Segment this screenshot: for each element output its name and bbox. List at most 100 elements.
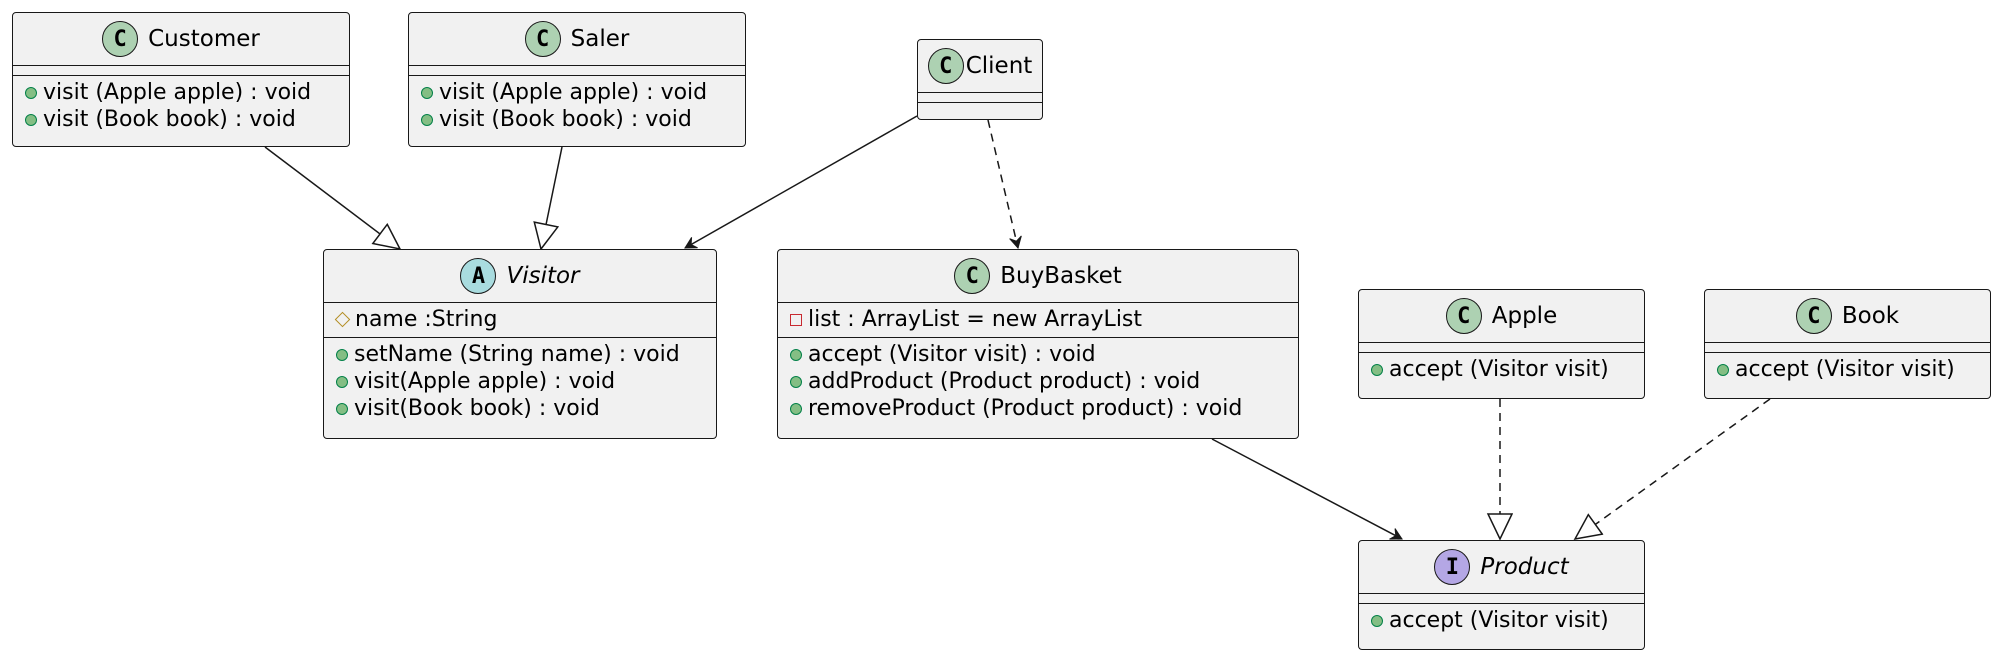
public-icon	[1371, 363, 1383, 376]
method-row: accept (Visitor visit) : void	[778, 341, 1298, 368]
class-buybasket[interactable]: C BuyBasket list : ArrayList = new Array…	[777, 249, 1299, 439]
class-name: Client	[965, 53, 1033, 79]
client-buybasket-dependency	[987, 119, 1022, 250]
class-client-header: C Client	[918, 40, 1042, 93]
method-signature: visit (Apple apple) : void	[439, 80, 708, 105]
class-apple-header: C Apple	[1359, 290, 1644, 343]
class-icon: C	[1795, 298, 1832, 334]
methods-section: setName (String name) : void visit(Apple…	[324, 338, 716, 426]
public-icon	[25, 86, 37, 99]
methods-section	[918, 103, 1042, 112]
class-visitor[interactable]: A Visitor name :String setName (String n…	[323, 249, 717, 439]
field-row: name :String	[324, 306, 716, 333]
method-row: addProduct (Product product) : void	[778, 368, 1298, 395]
method-row: setName (String name) : void	[324, 341, 716, 368]
protected-icon	[334, 311, 351, 328]
class-visitor-header: A Visitor	[324, 250, 716, 303]
class-icon: C	[927, 48, 964, 84]
field-signature: name :String	[355, 307, 498, 332]
public-icon	[790, 348, 802, 361]
class-apple[interactable]: C Apple accept (Visitor visit)	[1358, 289, 1645, 399]
method-signature: setName (String name) : void	[354, 342, 680, 367]
method-row: visit (Apple apple) : void	[409, 79, 745, 106]
methods-section: accept (Visitor visit)	[1359, 353, 1644, 387]
interface-icon: I	[1434, 549, 1471, 585]
method-row: visit(Book book) : void	[324, 395, 716, 422]
attributes-section: name :String	[324, 303, 716, 338]
method-signature: removeProduct (Product product) : void	[808, 396, 1243, 421]
attributes-section: list : ArrayList = new ArrayList	[778, 303, 1298, 338]
field-signature: list : ArrayList = new ArrayList	[808, 307, 1143, 332]
class-name: Apple	[1491, 303, 1558, 329]
class-saler[interactable]: C Saler visit (Apple apple) : void visit…	[408, 12, 746, 147]
public-icon	[25, 113, 37, 126]
class-product[interactable]: I Product accept (Visitor visit)	[1358, 540, 1645, 650]
client-visitor-association	[684, 115, 918, 249]
class-name: Saler	[570, 26, 630, 52]
private-icon	[790, 313, 802, 326]
method-row: removeProduct (Product product) : void	[778, 395, 1298, 422]
class-saler-header: C Saler	[409, 13, 745, 66]
class-name: Product	[1480, 554, 1569, 580]
method-signature: visit(Apple apple) : void	[354, 369, 616, 394]
methods-section: accept (Visitor visit)	[1705, 353, 1990, 387]
method-row: visit (Book book) : void	[13, 106, 349, 133]
class-customer-header: C Customer	[13, 13, 349, 66]
public-icon	[790, 375, 802, 388]
method-signature: accept (Visitor visit)	[1735, 357, 1955, 382]
class-name: BuyBasket	[1000, 263, 1122, 289]
method-signature: visit(Book book) : void	[354, 396, 600, 421]
method-row: visit(Apple apple) : void	[324, 368, 716, 395]
class-customer[interactable]: C Customer visit (Apple apple) : void vi…	[12, 12, 350, 147]
methods-section: accept (Visitor visit)	[1359, 604, 1644, 638]
class-icon: C	[102, 21, 139, 57]
class-book-header: C Book	[1705, 290, 1990, 343]
public-icon	[336, 375, 348, 388]
public-icon	[336, 402, 348, 415]
class-name: Customer	[148, 26, 260, 52]
saler-visitor-generalization	[541, 146, 563, 249]
public-icon	[790, 402, 802, 415]
attributes-section	[1359, 343, 1644, 353]
abstract-class-icon: A	[460, 258, 497, 294]
buybasket-product-association	[1211, 438, 1403, 540]
class-icon: C	[954, 258, 991, 294]
class-product-header: I Product	[1359, 541, 1644, 594]
class-icon: C	[524, 21, 561, 57]
method-signature: addProduct (Product product) : void	[808, 369, 1201, 394]
class-buybasket-header: C BuyBasket	[778, 250, 1298, 303]
public-icon	[336, 348, 348, 361]
method-signature: accept (Visitor visit)	[1389, 608, 1609, 633]
method-signature: accept (Visitor visit)	[1389, 357, 1609, 382]
methods-section: visit (Apple apple) : void visit (Book b…	[13, 76, 349, 137]
class-icon: C	[1445, 298, 1482, 334]
public-icon	[1717, 363, 1729, 376]
public-icon	[421, 113, 433, 126]
method-row: visit (Apple apple) : void	[13, 79, 349, 106]
method-signature: accept (Visitor visit) : void	[808, 342, 1096, 367]
public-icon	[1371, 614, 1383, 627]
methods-section: accept (Visitor visit) : void addProduct…	[778, 338, 1298, 426]
method-row: accept (Visitor visit)	[1359, 607, 1644, 634]
attributes-section	[1359, 594, 1644, 604]
attributes-section	[13, 66, 349, 76]
field-row: list : ArrayList = new ArrayList	[778, 306, 1298, 333]
method-row: accept (Visitor visit)	[1359, 356, 1644, 383]
method-signature: visit (Book book) : void	[439, 107, 692, 132]
attributes-section	[409, 66, 745, 76]
attributes-section	[918, 93, 1042, 103]
method-row: accept (Visitor visit)	[1705, 356, 1990, 383]
method-signature: visit (Apple apple) : void	[43, 80, 312, 105]
methods-section: visit (Apple apple) : void visit (Book b…	[409, 76, 745, 137]
public-icon	[421, 86, 433, 99]
method-row: visit (Book book) : void	[409, 106, 745, 133]
customer-visitor-generalization	[264, 146, 400, 249]
method-signature: visit (Book book) : void	[43, 107, 296, 132]
class-book[interactable]: C Book accept (Visitor visit)	[1704, 289, 1991, 399]
class-name: Visitor	[506, 263, 580, 289]
attributes-section	[1705, 343, 1990, 353]
book-product-realization	[1575, 398, 1771, 539]
class-client[interactable]: C Client	[917, 39, 1043, 120]
